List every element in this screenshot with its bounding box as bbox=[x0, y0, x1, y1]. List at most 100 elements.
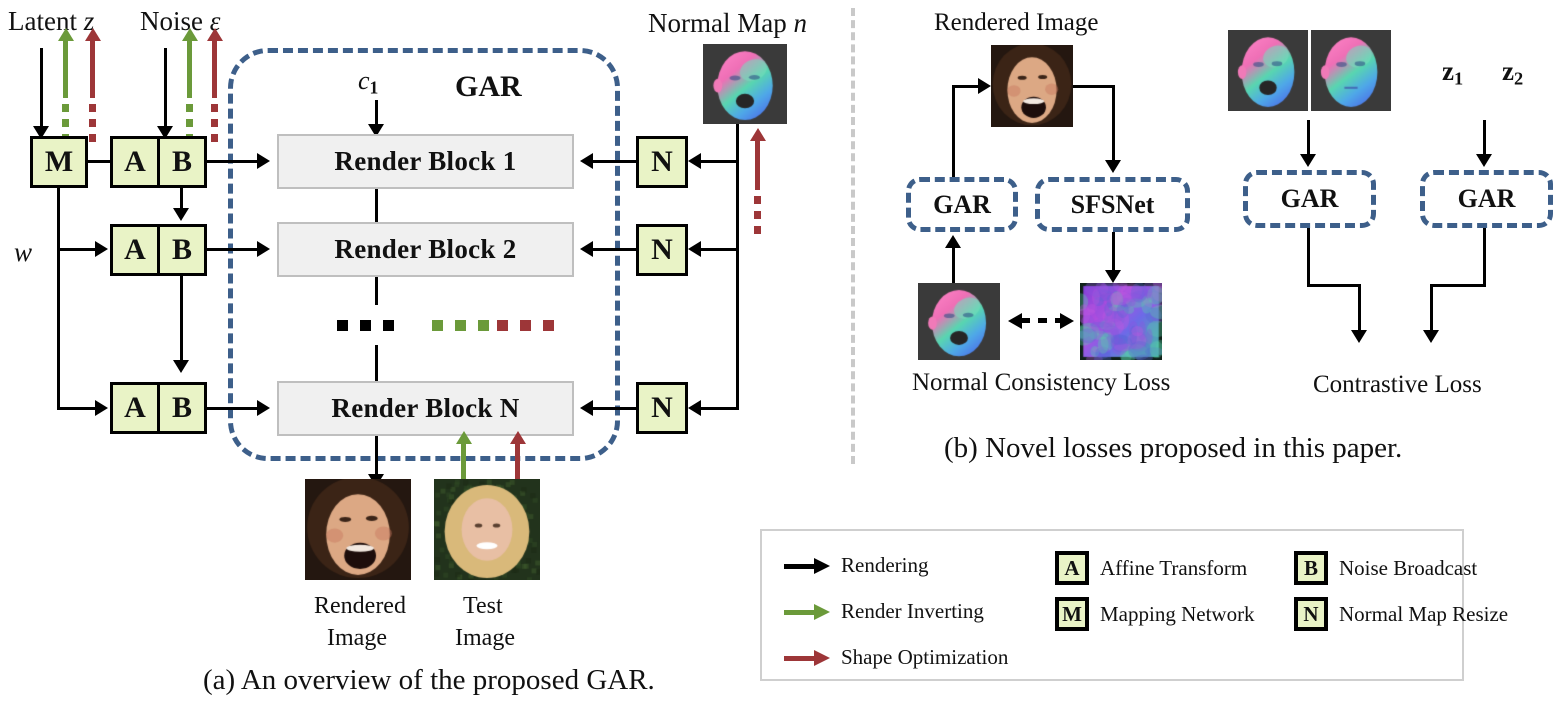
z1-label: z1 bbox=[1442, 58, 1463, 88]
normal-resize-box-1[interactable]: N bbox=[636, 136, 688, 188]
n1-to-rb1-shaft bbox=[592, 160, 638, 163]
ellipsis-black bbox=[337, 320, 394, 331]
legend-box-resize-label: Normal Map Resize bbox=[1339, 602, 1508, 627]
noise-broadcast-n[interactable]: B bbox=[160, 385, 204, 431]
m-to-ab-connector bbox=[88, 160, 110, 163]
mapping-network-box[interactable]: M bbox=[30, 136, 88, 188]
ellipsis-green bbox=[432, 320, 489, 331]
legend-box-resize: N Normal Map Resize bbox=[1294, 597, 1508, 631]
render-block-1[interactable]: Render Block 1 bbox=[277, 134, 574, 189]
noise-broadcast-icon: B bbox=[1294, 551, 1328, 585]
gar-module-contrastive-1-label: GAR bbox=[1281, 184, 1339, 214]
gar2-out-head bbox=[1423, 330, 1439, 343]
normalmap-to-gar-head bbox=[945, 235, 961, 248]
render-block-1-label: Render Block 1 bbox=[334, 146, 516, 177]
b2-to-bn-head bbox=[173, 360, 189, 373]
normal-map-bus bbox=[736, 124, 739, 410]
n1-to-rb1-head bbox=[580, 153, 593, 169]
sfsnet-to-prediction-head bbox=[1105, 270, 1121, 283]
legend-arrow-render-inverting: Render Inverting bbox=[784, 599, 984, 624]
shape-optimization-arrowhead-noise bbox=[207, 28, 223, 41]
w-bus-arrow-abn bbox=[95, 400, 108, 416]
z-to-gar-shaft bbox=[1483, 120, 1486, 158]
n2-to-rb2-shaft bbox=[592, 248, 638, 251]
sfsnet-module[interactable]: SFSNet bbox=[1035, 177, 1190, 232]
render-inverting-arrowhead-noise bbox=[182, 28, 198, 41]
legend-box-noise: B Noise Broadcast bbox=[1294, 551, 1477, 585]
normal-resize-box-n[interactable]: N bbox=[636, 382, 688, 434]
w-bus-vertical bbox=[57, 188, 60, 410]
ab2-to-rb2-shaft bbox=[207, 248, 259, 251]
render-block-2[interactable]: Render Block 2 bbox=[277, 222, 574, 277]
mapping-network-icon: M bbox=[1055, 597, 1089, 631]
panel-a-caption: (a) An overview of the proposed GAR. bbox=[203, 664, 655, 697]
legend-box-affine: A Affine Transform bbox=[1055, 551, 1247, 585]
normal-map-resize-icon: N bbox=[1294, 597, 1328, 631]
sfsnet-module-label: SFSNet bbox=[1071, 190, 1155, 220]
render-block-n[interactable]: Render Block N bbox=[277, 381, 574, 436]
shape-optimization-arrow-latent bbox=[90, 40, 95, 98]
gar-to-rendered-vertical bbox=[952, 85, 955, 181]
style-block-1[interactable]: A B bbox=[110, 136, 207, 188]
n2-to-rb2-head bbox=[580, 241, 593, 257]
z-to-gar-head bbox=[1476, 154, 1492, 167]
style-block-n[interactable]: A B bbox=[110, 382, 207, 434]
panel-divider bbox=[851, 8, 855, 464]
render-inverting-arrow-noise bbox=[187, 40, 192, 98]
ab1-to-rb1-shaft bbox=[207, 160, 259, 163]
gar1-out-horizontal bbox=[1307, 284, 1361, 287]
nn-to-rbn-shaft bbox=[592, 407, 638, 410]
normal-consistency-loss-label: Normal Consistency Loss bbox=[912, 370, 1170, 395]
legend-box-mapping: M Mapping Network bbox=[1055, 597, 1255, 631]
gar-module-nc[interactable]: GAR bbox=[906, 177, 1018, 232]
affine-transform-n[interactable]: A bbox=[113, 385, 160, 431]
style-block-2[interactable]: A B bbox=[110, 224, 207, 276]
w-bus-to-abn bbox=[57, 407, 97, 410]
rendered-image-caption-line2: Image bbox=[327, 626, 387, 650]
panel-b-caption: (b) Novel losses proposed in this paper. bbox=[944, 432, 1402, 465]
normal-resize-label-n: N bbox=[651, 391, 673, 425]
rendered-image-label-b: Rendered Image bbox=[934, 10, 1099, 35]
render-inverting-arrowhead-test bbox=[456, 431, 472, 444]
render-inverting-arrow-icon bbox=[784, 604, 830, 620]
normal-resize-label-1: N bbox=[651, 145, 673, 179]
shape-opt-arrowhead-normalmap bbox=[750, 128, 766, 141]
w-bus-arrow-ab2 bbox=[95, 241, 108, 257]
normalmap-to-gar-shaft bbox=[952, 247, 955, 285]
gar-to-rendered-head bbox=[978, 78, 991, 94]
normal-bus-branch-2-head bbox=[688, 241, 701, 257]
normal-map-title: Normal Map n bbox=[648, 8, 807, 39]
mapping-network-label: M bbox=[45, 145, 73, 179]
predicted-normal-map-b bbox=[1080, 283, 1162, 360]
ab2-to-rb2-head bbox=[257, 241, 270, 257]
normal-bus-branch-2 bbox=[700, 248, 739, 251]
normal-bus-branch-1-head bbox=[688, 153, 701, 169]
render-inverting-arrow-latent bbox=[63, 40, 68, 98]
test-image-caption-line2: Image bbox=[455, 626, 515, 650]
latent-arrow-shaft bbox=[40, 48, 43, 130]
noise-broadcast-1[interactable]: B bbox=[160, 139, 204, 185]
noise-broadcast-2[interactable]: B bbox=[160, 227, 204, 273]
contrastive-normal-map-1 bbox=[1228, 30, 1308, 111]
shape-opt-dots-normalmap bbox=[754, 196, 761, 234]
gar-module-contrastive-1[interactable]: GAR bbox=[1243, 170, 1376, 228]
shape-optimization-arrow-icon bbox=[784, 650, 830, 666]
gar1-out-head bbox=[1351, 330, 1367, 343]
contrastive-normal-map-2 bbox=[1311, 30, 1391, 111]
gar-module-nc-label: GAR bbox=[933, 190, 991, 220]
legend-arrow-rendering-label: Rendering bbox=[841, 553, 928, 578]
gar-module-contrastive-2[interactable]: GAR bbox=[1420, 170, 1553, 228]
rendered-image-b bbox=[991, 45, 1073, 127]
shape-optimization-arrow-noise bbox=[212, 40, 217, 98]
affine-transform-2[interactable]: A bbox=[113, 227, 160, 273]
sfsnet-to-prediction-shaft bbox=[1112, 232, 1115, 274]
test-image-output bbox=[434, 479, 540, 580]
c1-label: c1 bbox=[358, 68, 378, 97]
legend-box-affine-label: Affine Transform bbox=[1100, 556, 1247, 581]
affine-transform-1[interactable]: A bbox=[113, 139, 160, 185]
b1-to-b2-head bbox=[173, 208, 189, 221]
rendered-to-sfsnet-horizontal bbox=[1073, 85, 1115, 88]
gar-to-rendered-horizontal bbox=[952, 85, 980, 88]
normal-resize-box-2[interactable]: N bbox=[636, 224, 688, 276]
